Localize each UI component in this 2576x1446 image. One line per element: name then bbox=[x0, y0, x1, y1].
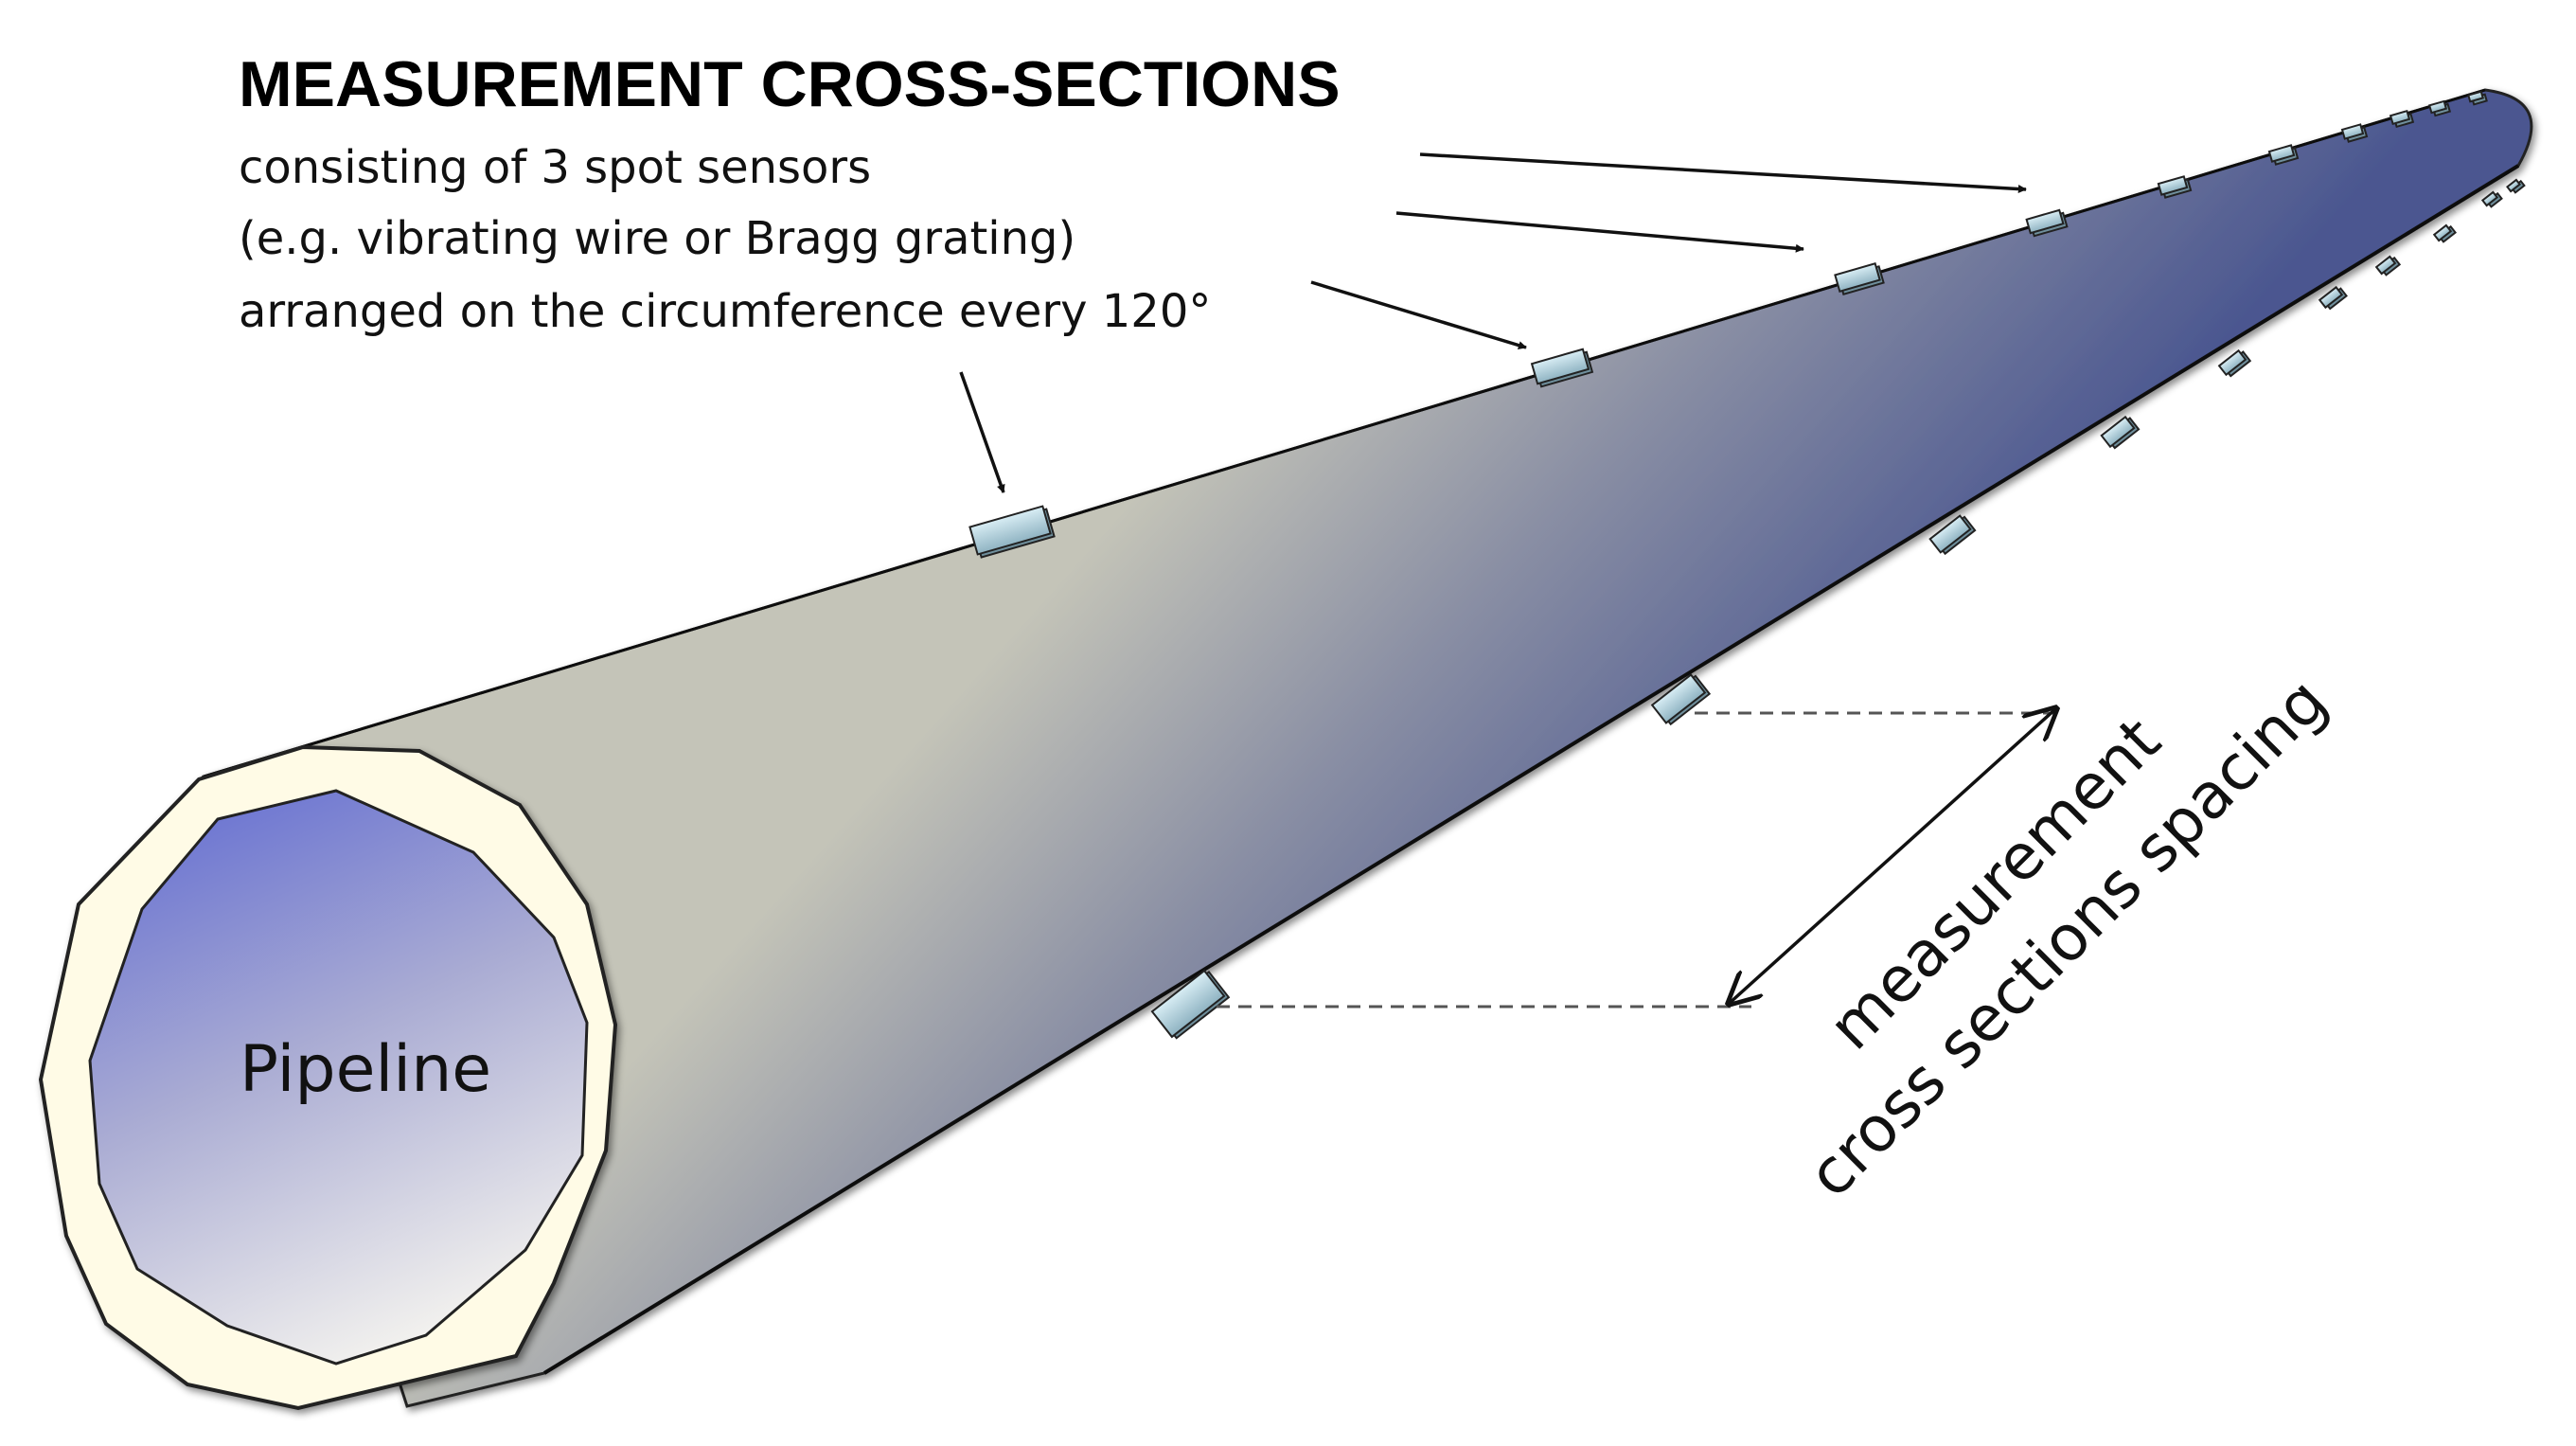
pipe-body bbox=[202, 88, 2533, 1408]
pipe-cross-section: Pipeline bbox=[38, 744, 618, 1411]
spacing-arrow bbox=[1729, 708, 2056, 1004]
sensor-top-9 bbox=[2427, 99, 2452, 117]
sensor-bottom-10 bbox=[2506, 178, 2526, 194]
sensor-bottom-2 bbox=[1650, 673, 1712, 726]
description-line-1: consisting of 3 spot sensors bbox=[239, 141, 871, 194]
sensor-top-10 bbox=[2467, 90, 2488, 106]
description-line-2: (e.g. vibrating wire or Bragg grating) bbox=[239, 212, 1075, 265]
pipe-bottom-edge bbox=[542, 164, 2520, 1375]
spacing-label-line-2: cross sections spacing bbox=[1794, 664, 2341, 1211]
sensor-top-8 bbox=[2389, 109, 2415, 129]
top-sensor-row bbox=[968, 90, 2488, 559]
sensor-bottom-9 bbox=[2480, 190, 2503, 208]
diagram-title: MEASUREMENT CROSS-SECTIONS bbox=[239, 48, 1341, 120]
description-line-3: arranged on the circumference every 120° bbox=[239, 285, 1211, 338]
pipe-bore bbox=[88, 789, 589, 1366]
sensor-bottom-6 bbox=[2318, 285, 2348, 311]
sensor-bottom-1 bbox=[1150, 969, 1231, 1040]
sensor-top-5 bbox=[2157, 175, 2193, 199]
sensor-top-3 bbox=[1834, 262, 1885, 295]
pointer-arrow-1 bbox=[1419, 152, 2027, 194]
sensor-top-1 bbox=[968, 505, 1056, 559]
sensor-bottom-5 bbox=[2217, 348, 2252, 378]
pointer-arrow-3 bbox=[1310, 280, 1527, 349]
pointer-arrow-2 bbox=[1395, 211, 1804, 253]
sensor-bottom-4 bbox=[2100, 415, 2141, 450]
sensor-bottom-7 bbox=[2374, 255, 2402, 277]
sensor-top-2 bbox=[1530, 348, 1594, 388]
bottom-sensor-row bbox=[1150, 178, 2526, 1040]
sensor-top-4 bbox=[2025, 208, 2069, 238]
sensor-bottom-3 bbox=[1928, 514, 1977, 556]
pointer-arrow-4 bbox=[959, 371, 1005, 493]
sensor-pointer-arrows bbox=[959, 152, 2027, 493]
sensor-top-7 bbox=[2340, 123, 2369, 143]
sensor-bottom-8 bbox=[2432, 223, 2457, 243]
sensor-top-6 bbox=[2267, 144, 2300, 166]
pipe-top-edge bbox=[203, 88, 2486, 778]
pipeline-label: Pipeline bbox=[240, 1032, 491, 1107]
